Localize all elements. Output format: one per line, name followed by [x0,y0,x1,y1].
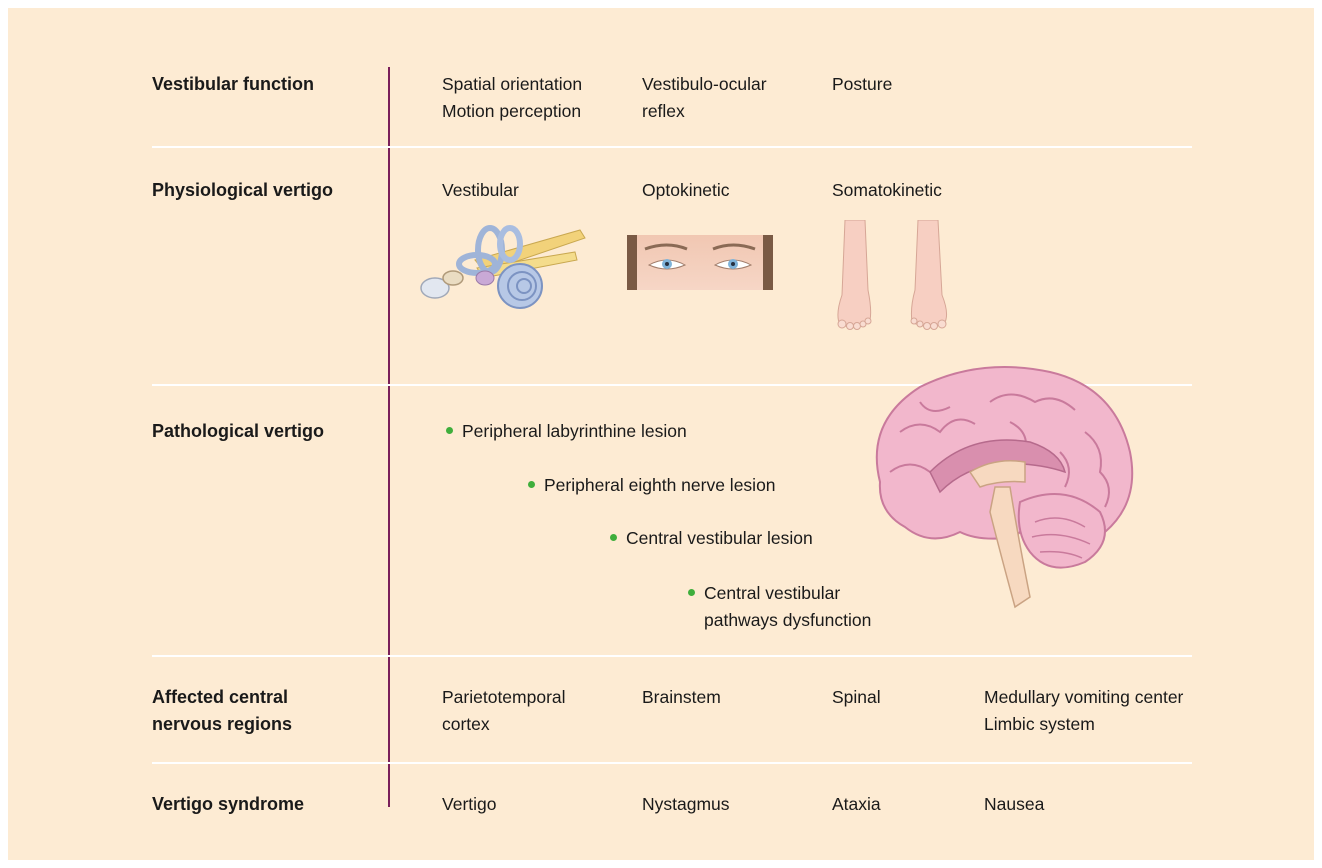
row-separator [152,655,1192,657]
vestibular-function-col1: Spatial orientation Motion perception [442,71,582,125]
physiological-col1: Vestibular [442,177,519,204]
bullet-icon [528,481,535,488]
text-cortex: cortex [442,711,566,738]
row-label-vertigo-syndrome: Vertigo syndrome [152,791,304,818]
row-label-affected-regions: Affected central nervous regions [152,684,292,738]
pathological-item-1: Peripheral labyrinthine lesion [446,418,687,445]
brain-sagittal-illustration [860,362,1140,612]
syndrome-col4: Nausea [984,791,1044,818]
syndrome-col2: Nystagmus [642,791,730,818]
physiological-col2: Optokinetic [642,177,730,204]
eyes-illustration [627,235,773,290]
vestibular-function-col2: Vestibulo-ocular reflex [642,71,767,125]
affected-col4: Medullary vomiting center Limbic system [984,684,1183,738]
label-line1: Affected central [152,684,292,711]
row-separator [152,762,1192,764]
feet-illustration [830,220,955,332]
text-vor-line2: reflex [642,98,767,125]
bullet-icon [446,427,453,434]
pathological-item-3: Central vestibular lesion [610,525,813,552]
text-motion-perception: Motion perception [442,98,582,125]
row-separator [152,146,1192,148]
label-line2: nervous regions [152,711,292,738]
affected-col1: Parietotemporal cortex [442,684,566,738]
pathological-item-1-text: Peripheral labyrinthine lesion [462,421,687,441]
text-parietotemporal: Parietotemporal [442,684,566,711]
pathological-item-2-text: Peripheral eighth nerve lesion [544,475,776,495]
physiological-col3: Somatokinetic [832,177,942,204]
affected-col2: Brainstem [642,684,721,711]
text-limbic-system: Limbic system [984,711,1183,738]
row-label-physiological-vertigo: Physiological vertigo [152,177,333,204]
text-spatial-orientation: Spatial orientation [442,71,582,98]
pathological-item-3-text: Central vestibular lesion [626,528,813,548]
bullet-icon [688,589,695,596]
syndrome-col1: Vertigo [442,791,496,818]
pathological-item-4-line2: pathways dysfunction [688,607,871,634]
inner-ear-illustration [415,220,590,315]
pathological-item-4-line1: Central vestibular [704,583,840,603]
row-label-vestibular-function: Vestibular function [152,71,314,98]
row-label-pathological-vertigo: Pathological vertigo [152,418,324,445]
vestibular-function-col3: Posture [832,71,892,98]
bullet-icon [610,534,617,541]
vertical-divider [388,67,390,807]
text-vor-line1: Vestibulo-ocular [642,71,767,98]
syndrome-col3: Ataxia [832,791,881,818]
pathological-item-4: Central vestibular pathways dysfunction [688,580,871,634]
pathological-item-2: Peripheral eighth nerve lesion [528,472,776,499]
text-medullary-vomiting-center: Medullary vomiting center [984,684,1183,711]
affected-col3: Spinal [832,684,881,711]
